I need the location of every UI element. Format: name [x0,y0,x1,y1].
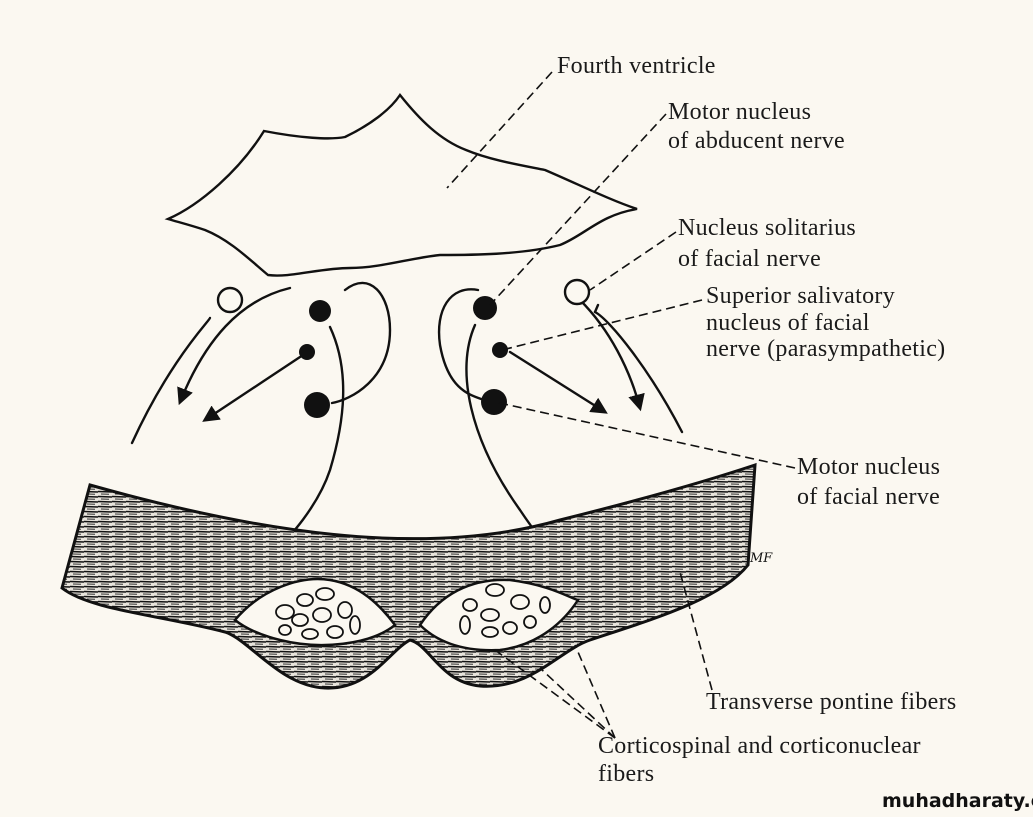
nuclei [299,296,508,418]
label-salivatory-2: nucleus of facial [706,310,870,336]
label-corticospinal-2: fibers [598,761,655,787]
nucleus-solitarius-left [216,286,244,314]
label-motor-facial-2: of facial nerve [797,484,941,510]
label-solitarius-1: Nucleus solitarius [678,215,857,241]
label-motor-facial-1: Motor nucleus [797,454,941,480]
fourth-ventricle-outline [164,92,638,277]
artist-signature: MF [749,551,773,566]
label-salivatory-1: Superior salivatory [706,283,895,309]
nucleus-solitarius-right [563,278,591,306]
transverse-pontine-fibers [60,462,757,690]
label-fourth-ventricle: Fourth ventricle [557,53,716,79]
label-transverse: Transverse pontine fibers [706,689,957,715]
label-solitarius-2: of facial nerve [678,246,822,272]
corticospinal-bundles [233,577,581,652]
label-salivatory-3: nerve (parasympathetic) [706,336,946,362]
label-abducent-1: Motor nucleus [668,99,812,125]
label-abducent-2: of abducent nerve [668,128,846,154]
leader-lines [446,71,796,739]
label-corticospinal-1: Corticospinal and corticonuclear [598,733,921,759]
watermark: muhadharaty.com [882,790,1033,812]
